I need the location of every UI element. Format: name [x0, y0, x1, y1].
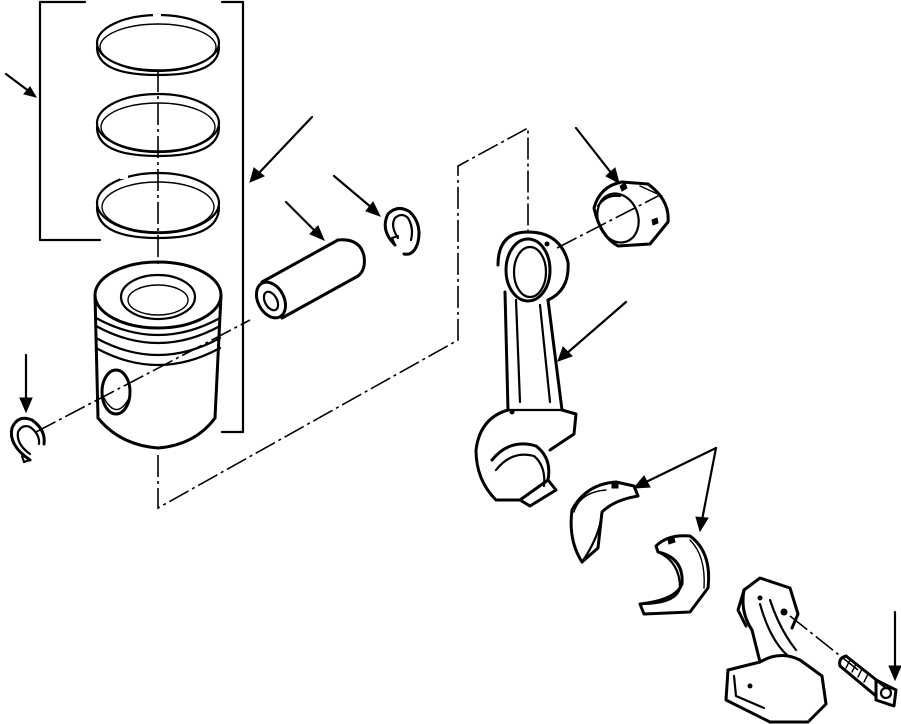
- rod-cap: [724, 576, 828, 724]
- callout-arrows: [4, 72, 901, 682]
- retaining-ring-right: [383, 207, 421, 256]
- arrow-retaining-ring-right: [332, 174, 382, 217]
- retaining-ring-left: [9, 416, 46, 464]
- arrow-piston-assembly: [249, 115, 314, 183]
- small-end-bushing: [592, 180, 670, 248]
- assembly-bracket: [38, 0, 245, 434]
- arrow-rod-bearings: [632, 446, 718, 533]
- assembly-centerlines: [35, 70, 859, 671]
- arrow-piston-pin: [284, 200, 325, 241]
- piston: [93, 260, 223, 450]
- piston-rings: [95, 13, 221, 240]
- arrow-connecting-rod: [557, 300, 628, 362]
- rod-bearing-lower: [638, 534, 711, 616]
- arrow-small-end-bushing: [574, 126, 620, 184]
- piston-pin: [254, 238, 366, 320]
- arrow-retaining-ring-left: [19, 353, 33, 414]
- arrow-piston-ring-set: [4, 72, 38, 98]
- cap-bolt: [838, 654, 898, 708]
- connecting-rod: [474, 230, 578, 508]
- arrow-cap-bolt: [888, 610, 901, 682]
- rod-bearing-upper: [569, 480, 640, 564]
